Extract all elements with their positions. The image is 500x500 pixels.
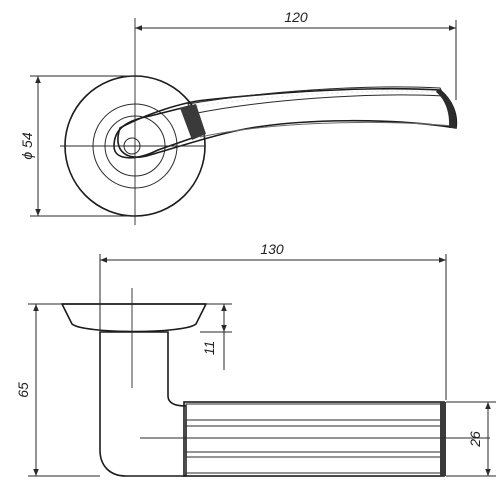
side-grip — [183, 401, 445, 477]
lever-neck-dark — [180, 104, 206, 140]
grip-end — [440, 402, 446, 476]
dim-65-label: 65 — [15, 382, 31, 398]
side-view: 130 11 65 26 — [15, 241, 496, 477]
dim-120-label: 120 — [284, 9, 308, 25]
top-view: 120 ϕ 54 — [19, 9, 458, 225]
lever-decor-dots — [191, 90, 442, 108]
lever-edge — [199, 121, 456, 138]
dim-11-label: 11 — [201, 341, 217, 356]
side-rosette — [60, 303, 208, 333]
side-neck — [99, 331, 187, 477]
dim-130-label: 130 — [260, 241, 284, 257]
lever-tip — [436, 89, 457, 128]
dim-dia-label: ϕ 54 — [19, 132, 35, 159]
dim-26-label: 26 — [467, 431, 483, 448]
grip-pattern-bottom — [185, 456, 443, 474]
grip-pattern-top — [185, 403, 443, 421]
